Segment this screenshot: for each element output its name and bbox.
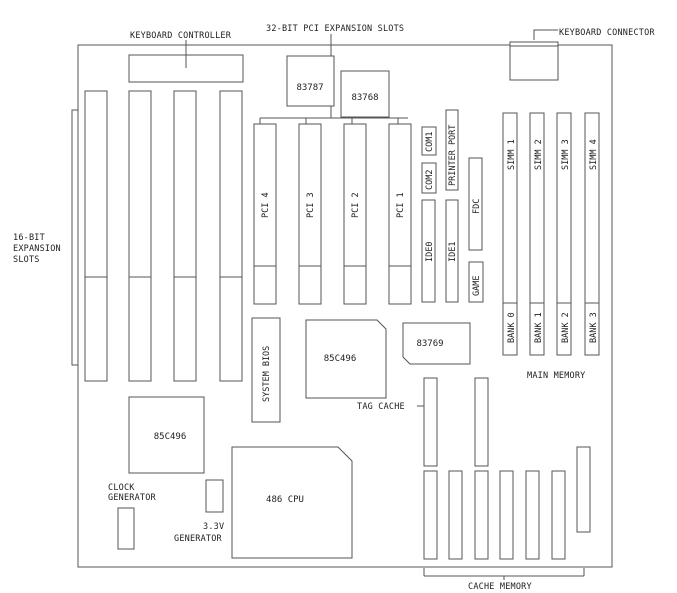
pci-slot-4-label: PCI 4: [261, 192, 271, 218]
cache-chip-4: [499, 470, 514, 560]
chip-83787: [286, 55, 335, 107]
cache-chip-1: [423, 470, 438, 560]
ide1-label: IDE1: [448, 242, 458, 262]
simm-slot-2: [529, 112, 545, 356]
isa-slot-3: [173, 90, 197, 382]
bank-3-label: BANK 3: [589, 312, 599, 343]
chip-83769: [402, 322, 471, 365]
chip-83787-label: 83787: [296, 83, 323, 93]
com1-label: COM1: [425, 132, 435, 152]
cache-chip-5: [525, 470, 540, 560]
keyboard-connector-leader: [533, 29, 558, 40]
main-memory-label: MAIN MEMORY: [527, 371, 586, 381]
isa-slots-label-line1: 16-BIT: [13, 233, 45, 243]
voltage-regulator: [205, 479, 224, 513]
regulator-label-line2: GENERATOR: [174, 534, 223, 544]
pci-slot-3: [298, 123, 322, 305]
tag-cache-chip-1: [423, 377, 438, 467]
chipset-upper-label: 85C496: [324, 354, 357, 364]
simm-slot-1: [502, 112, 518, 356]
fdc-label: FDC: [472, 199, 482, 214]
fdc-header: [468, 157, 483, 251]
tag-cache-chip-2: [474, 377, 489, 467]
com2-label: COM2: [425, 170, 435, 190]
pci-slots-label: 32-BIT PCI EXPANSION SLOTS: [266, 24, 404, 34]
isa-edge-bracket: [71, 109, 79, 366]
keyboard-connector-label: KEYBOARD CONNECTOR: [559, 28, 655, 38]
clock-generator-label-line1: CLOCK: [108, 483, 135, 493]
regulator-label-line1: 3.3V: [203, 522, 224, 532]
chip-83768-label: 83768: [351, 93, 378, 103]
pci-slots: PCI 4 PCI 3 PCI 2 PCI 1: [253, 123, 412, 305]
tag-cache-label: TAG CACHE: [357, 402, 405, 412]
simm-slot-3: [556, 112, 572, 356]
pci-slot-1: [388, 123, 412, 305]
com2-header: [421, 162, 437, 194]
clock-generator-chip: [117, 507, 135, 550]
game-port-header: [468, 261, 484, 303]
clock-generator-label-line2: GENERATOR: [108, 493, 157, 503]
chip-83768: [340, 70, 390, 118]
isa-slot-1: [84, 90, 108, 382]
game-port-label: GAME: [472, 276, 482, 296]
pci-slot-1-label: PCI 1: [396, 192, 406, 218]
com1-header: [421, 126, 437, 156]
chipset-upper: [305, 319, 387, 399]
printer-port-header: [445, 109, 459, 191]
pci-slot-2: [343, 123, 367, 305]
cpu-486-label: 486 CPU: [266, 495, 304, 505]
simm-1-label: SIMM 1: [507, 139, 517, 170]
ide1-header: [445, 199, 459, 303]
simm-slot-4: [584, 112, 600, 356]
bank-0-label: BANK 0: [507, 312, 517, 343]
cache-memory-chips: [423, 446, 591, 560]
simm-2-label: SIMM 2: [534, 139, 544, 170]
chipset-lower: [128, 396, 205, 474]
isa-slot-2: [128, 90, 152, 382]
isa-slots-label-line2: EXPANSION: [13, 244, 61, 254]
isa-slots-label-line3: SLOTS: [13, 255, 40, 265]
pci-slot-2-label: PCI 2: [351, 192, 361, 218]
isa-slot-4: [219, 90, 243, 382]
printer-port-label: PRINTER PORT: [448, 125, 458, 186]
keyboard-controller-label: KEYBOARD CONTROLLER: [130, 31, 232, 41]
bank-1-label: BANK 1: [534, 312, 544, 343]
pci-slot-3-label: PCI 3: [306, 192, 316, 218]
simm-4-label: SIMM 4: [589, 139, 599, 170]
chipset-lower-label: 85C496: [154, 432, 187, 442]
cache-chip-7: [576, 446, 591, 533]
simm-3-label: SIMM 3: [561, 139, 571, 170]
ide0-label: IDE0: [425, 242, 435, 262]
ide0-header: [421, 199, 436, 303]
cpu-486: [231, 446, 353, 559]
system-bios-label: SYSTEM BIOS: [262, 346, 272, 402]
cache-chip-6: [551, 470, 566, 560]
keyboard-connector: [509, 41, 559, 81]
bank-2-label: BANK 2: [561, 312, 571, 343]
cache-memory-label: CACHE MEMORY: [468, 582, 532, 592]
isa-slots: [84, 90, 243, 382]
cache-chip-2: [448, 470, 463, 560]
cache-chip-3: [474, 470, 489, 560]
system-bios-chip: [251, 317, 281, 423]
chip-83769-label: 83769: [416, 339, 443, 349]
pci-slot-4: [253, 123, 277, 305]
main-memory-simms: SIMM 1 BANK 0 SIMM 2 BANK 1 SIMM 3 BANK …: [502, 112, 600, 356]
